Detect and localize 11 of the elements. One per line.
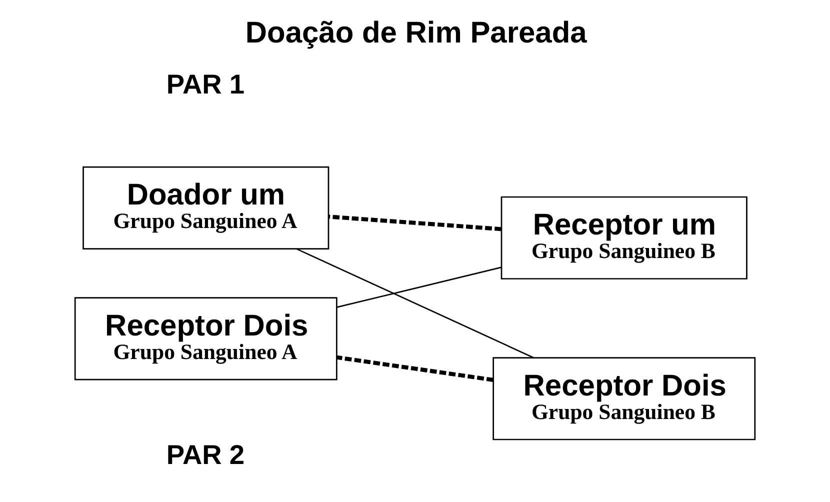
connector	[328, 214, 502, 231]
label: PAR 1	[166, 68, 245, 99]
diagram-title: Doação de Rim Pareada	[245, 16, 587, 50]
connector	[296, 248, 534, 358]
node-box: Receptor um Grupo Sanguineo B	[500, 196, 748, 279]
node-box: Receptor Dois Grupo Sanguineo B	[492, 356, 756, 440]
node-box: Receptor Dois Grupo Sanguineo A	[74, 296, 338, 380]
connector	[336, 354, 494, 382]
label: PAR 2	[166, 438, 245, 470]
node-box: Doador um Grupo Sanguineo A	[82, 166, 330, 249]
connector	[336, 266, 502, 308]
